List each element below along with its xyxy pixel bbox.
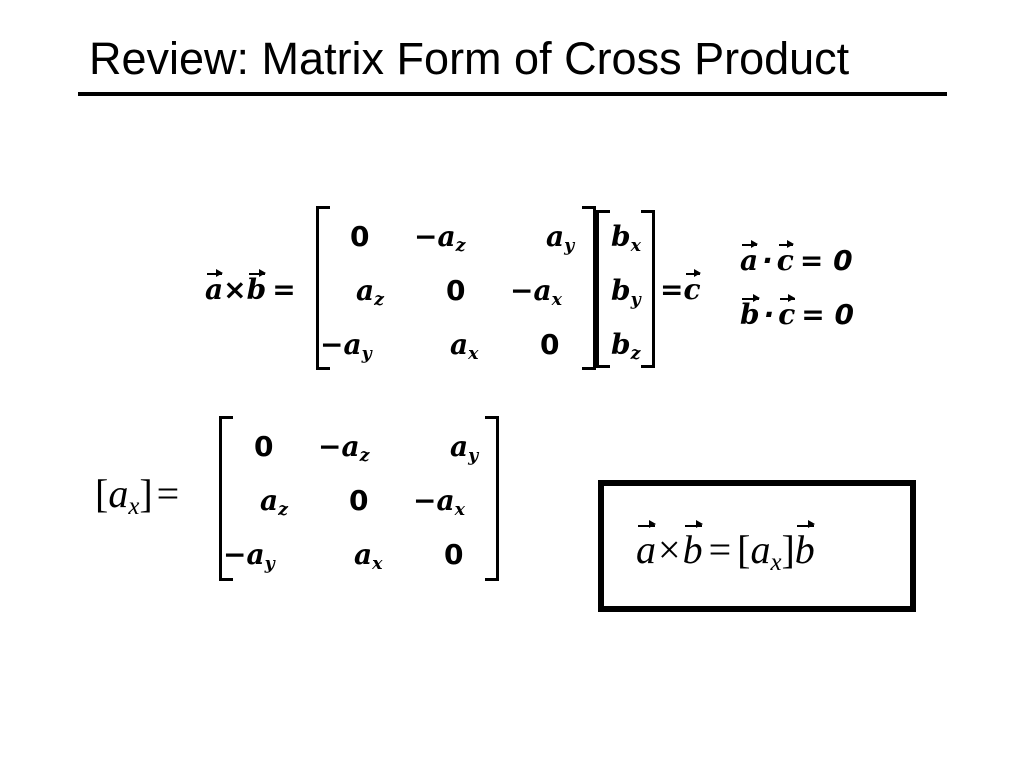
matrix-entry: −az <box>414 220 466 256</box>
boxed-result <box>598 480 916 612</box>
matrix-entry: ax <box>354 538 383 574</box>
matrix-entry: 0 <box>349 484 369 517</box>
matrix-left-bracket <box>316 206 330 370</box>
matrix-entry: ay <box>450 430 479 466</box>
matrix-entry: az <box>260 484 289 520</box>
matrix-entry: 0 <box>444 538 464 571</box>
matrix-right-bracket <box>485 416 499 581</box>
vector-b: b <box>246 269 267 306</box>
equals-symbol: = <box>660 273 684 306</box>
eq1-lhs: a×b= <box>205 269 296 306</box>
matrix-entry: −ay <box>320 328 372 364</box>
matrix-left-bracket <box>219 416 233 581</box>
matrix-entry: −az <box>318 430 370 466</box>
matrix-entry: −ax <box>510 274 562 310</box>
vector-entry: bx <box>611 220 641 256</box>
vector-left-bracket <box>596 210 610 368</box>
vector-entry: bz <box>611 328 641 364</box>
condition-a-dot-c: a·c= 0 <box>740 240 853 277</box>
boxed-equation: a×b=[ax]b <box>636 520 815 576</box>
slide-title: Review: Matrix Form of Cross Product <box>89 33 850 84</box>
matrix-entry: 0 <box>446 274 466 307</box>
vector-a: a <box>205 269 224 306</box>
vector-entry: by <box>611 274 641 310</box>
equals-symbol: = <box>272 273 296 306</box>
matrix-right-bracket <box>582 206 596 370</box>
title-underline <box>78 92 947 96</box>
condition-b-dot-c: b·c= 0 <box>740 294 854 331</box>
matrix-entry: az <box>356 274 385 310</box>
matrix-entry: ay <box>546 220 575 256</box>
eq1-rhs: =c <box>660 269 701 306</box>
times-symbol: × <box>223 273 247 306</box>
matrix-entry: 0 <box>254 430 274 463</box>
vector-c: c <box>683 269 701 306</box>
matrix-entry: 0 <box>540 328 560 361</box>
vector-right-bracket <box>641 210 655 368</box>
matrix-entry: −ay <box>223 538 275 574</box>
matrix-entry: −ax <box>413 484 465 520</box>
matrix-entry: 0 <box>350 220 370 253</box>
matrix-entry: ax <box>450 328 479 364</box>
skew-matrix-symbol: [ax]= <box>95 471 180 520</box>
